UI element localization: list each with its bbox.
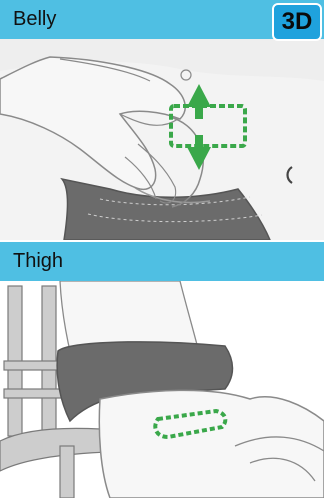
belly-panel: Belly [0, 0, 324, 240]
step-badge: 3D [272, 3, 322, 41]
thigh-illustration [0, 281, 324, 498]
belly-label: Belly [13, 8, 56, 31]
thigh-panel: Thigh [0, 242, 324, 498]
thigh-label: Thigh [13, 250, 63, 273]
abdomen-illustration [0, 39, 324, 240]
thigh-header: Thigh [0, 242, 324, 281]
